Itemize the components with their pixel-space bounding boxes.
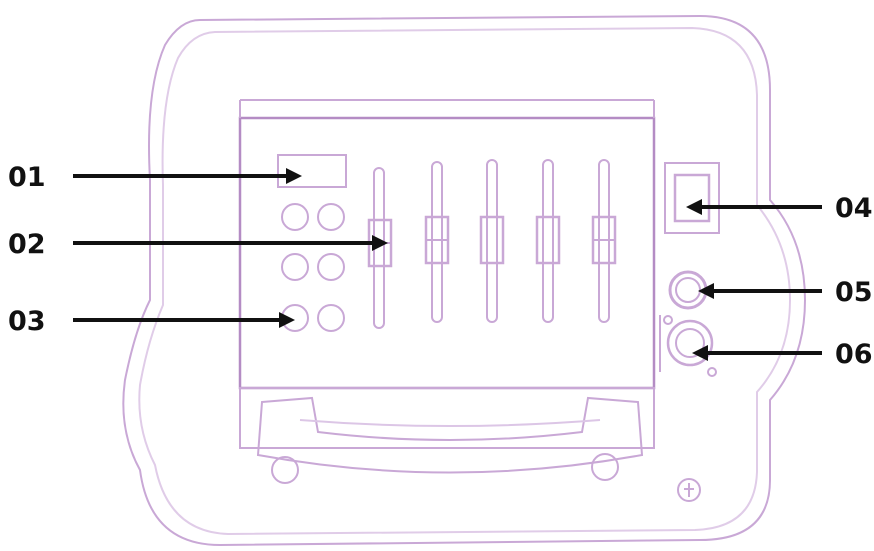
arrow-03 <box>73 312 295 328</box>
xlr-connector <box>666 319 714 367</box>
handle-screw-left <box>271 456 299 484</box>
fader <box>479 159 505 323</box>
power-switch-housing <box>664 162 720 234</box>
panel-button <box>281 253 309 281</box>
panel-button <box>281 203 309 231</box>
fader <box>591 159 617 323</box>
fader-knob <box>479 215 505 265</box>
arrow-06 <box>692 345 822 361</box>
case-outline <box>122 14 807 547</box>
handle-screw-right <box>591 453 619 481</box>
callout-arrows <box>73 168 822 361</box>
callout-label-05: 05 <box>835 277 873 308</box>
callout-label-06: 06 <box>835 339 873 370</box>
arrow-05 <box>698 283 822 299</box>
callout-label-02: 02 <box>8 229 46 260</box>
fader-knob <box>535 215 561 265</box>
panel-button <box>317 304 345 332</box>
case-inner-outline <box>138 26 792 536</box>
panel-button <box>317 203 345 231</box>
callout-label-04: 04 <box>835 193 873 224</box>
panel-button <box>317 253 345 281</box>
fader <box>535 159 561 323</box>
fader <box>424 161 450 323</box>
panel-lower-band <box>239 387 655 449</box>
carry-handle <box>256 396 644 474</box>
button-grid <box>281 203 345 332</box>
arrow-01 <box>73 168 302 184</box>
power-switch <box>673 173 711 223</box>
callout-label-01: 01 <box>8 162 46 193</box>
device-illustration <box>122 14 807 547</box>
callout-labels: 01 02 03 04 05 06 <box>8 162 873 370</box>
arrow-02 <box>73 235 388 251</box>
callout-label-03: 03 <box>8 306 46 337</box>
ground-terminal <box>677 478 701 502</box>
arrow-04 <box>686 199 822 215</box>
display-window <box>277 154 347 188</box>
fader-bank <box>367 159 617 329</box>
